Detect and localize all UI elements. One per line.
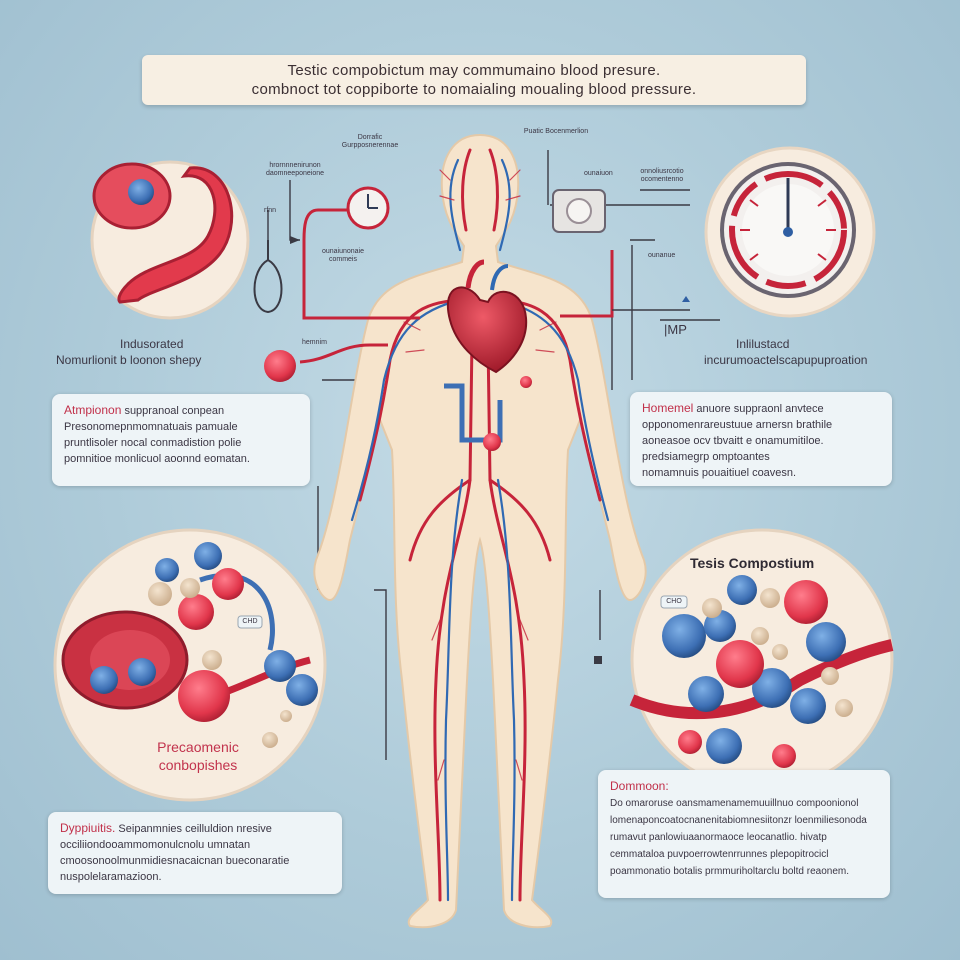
left-upper-label: hrornnnenirunon daomneeponeione [266,162,324,177]
cells-circle-left [53,528,327,802]
kidney-pipe [444,376,532,451]
circle-right-title: Tesis Compostium [690,555,815,571]
card-bottom-right-line-0: Do omaroruse oansmamenamemuuillnuo compo… [610,798,859,809]
stomach-illustration [90,160,250,320]
card-top-right-heading: Homemel [642,401,694,415]
monitor-device-icon [552,189,690,318]
card-bottom-left: Dyppiuitis. Seipanmnies ceilluldion nres… [48,812,342,894]
card-top-right-line-0: anuore suppraonl anvtece [696,403,824,415]
circle-left-caption: Precaomenic conbopishes [118,738,278,774]
pump-label: hemnim [302,339,327,346]
title-line-2: combnoct tot coppiborte to nomaialing mo… [251,81,697,98]
title-line-1: Testic compobictum may commumaino blood … [287,62,661,79]
right-caption-line-2: incurumoactelscapupuproation [704,353,868,367]
vascular-system [350,148,610,902]
left-caption-line-2: Nomurlionit b loonon shepy [56,353,202,367]
card-bottom-left-heading: Dyppiuitis. [60,821,116,835]
card-top-left-heading: Atmpionon [64,403,122,417]
card-bottom-right-line-4: poammonatio botalis prmmuriholtarclu bol… [610,866,850,877]
formula-label: |MP [664,322,687,337]
card-bottom-left-line-0: Seipanmnies ceilluldion nresive [118,823,272,835]
right-upper-label: ounaiuon [584,170,613,177]
human-body [313,133,647,929]
card-top-right-line-4: nomamnuis pouaitiuel coavesn. [642,467,797,479]
card-top-left: Atmpionon suppranoal conpean Presonomepn… [52,394,310,486]
left-mid-label: ounaiunonaie commeis [321,248,365,263]
card-top-left-line-2: pruntlisoler nocal conmadistion polie [64,437,242,449]
card-bottom-left-line-2: cmoosonoolmunmidiesnacaicnan bueconarati… [60,855,290,867]
card-bottom-left-line-3: nuspolelaramazioon. [60,871,162,883]
arrow-icon [290,236,690,664]
card-bottom-right-line-1: lomenaponcoatocnanenitabiomnesiitonzr lo… [610,815,867,826]
card-bottom-right-line-3: cemmataloa puvpoerrowtenrrunnes plepopit… [610,849,829,860]
card-bottom-right-heading: Dommoon: [610,779,669,793]
pump-bulb-icon [264,343,388,382]
right-caption-line-1: Inlilustacd [736,337,790,351]
title-banner: Testic compobictum may commumaino blood … [142,55,806,105]
card-top-left-line-0: suppranoal conpean [124,405,225,417]
card-top-right-line-3: predsiamegrp omptoantes [642,451,770,463]
heart-illustration [447,259,528,374]
card-top-right-line-2: aoneasoe ocv tbvaitt e onamumitiloe. [642,435,824,447]
monitor-top-label: Puatic Bocenmerlion [523,128,589,135]
card-top-right: Homemel anuore suppraonl anvtece opponom… [630,392,892,486]
circle-left-caption-line-1: Precaomenic [157,739,239,755]
card-top-left-line-3: pomnitioe monlicuol aoonnd eomatan. [64,453,250,465]
card-bottom-right-line-2: rumavut panlowiuaanormaoce leocanatlio. … [610,832,827,843]
loop-icon [253,240,283,314]
right-upper-label-2: onnoliusrcotio ocomentenno [640,168,684,183]
circle-left-caption-line-2: conbopishes [158,757,238,773]
clock-icon [302,186,420,320]
cells-circle-right [629,528,894,792]
pressure-gauge [704,146,876,318]
card-top-left-line-1: Presonomepnmomnatuais pamuale [64,421,238,433]
heart-top-label: Dorrafic Gurpposnerennae [341,134,399,149]
right-mid-label: ounanue [648,252,676,259]
card-bottom-right: Dommoon: Do omaroruse oansmamenamemuuill… [598,770,890,898]
card-bottom-left-line-1: occiliiondooammomonulcnolu umnatan [60,839,251,851]
badge-left: CHD [242,618,258,625]
left-small-label: rfnn [264,207,277,214]
left-caption-line-1: Indusorated [120,337,184,351]
card-top-right-line-1: opponomenrareustuue arnersn brathile [642,419,833,431]
badge-right: CHO [666,598,682,605]
